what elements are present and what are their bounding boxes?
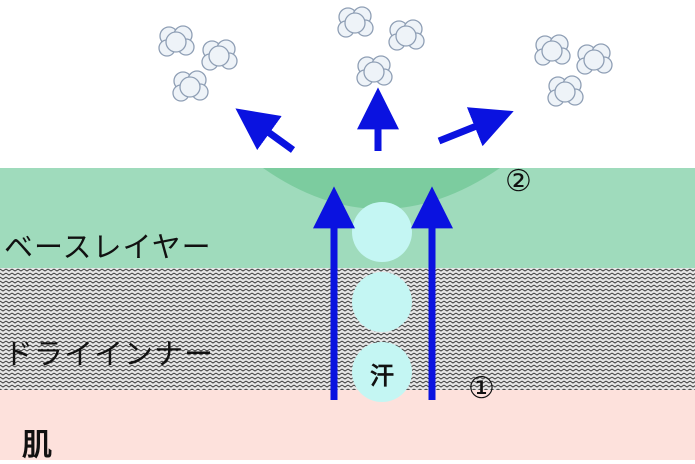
skin-band bbox=[0, 390, 695, 460]
vapor-cloud-icon bbox=[534, 34, 571, 66]
base-layer-label: ベースレイヤー bbox=[4, 230, 212, 264]
dry-inner-label: ドライインナー bbox=[4, 337, 215, 371]
vapor-cloud-icon bbox=[158, 25, 195, 57]
marker-two: ② bbox=[505, 164, 532, 199]
arrow-upright-icon bbox=[437, 107, 514, 147]
vapor-cloud-icon bbox=[388, 19, 425, 51]
dry-inner-band bbox=[0, 268, 695, 390]
vapor-cloud-icon bbox=[356, 55, 393, 87]
arrow-upleft-icon bbox=[235, 108, 296, 153]
vapor-cloud-icon bbox=[337, 6, 374, 38]
sweat-droplet-middle bbox=[352, 272, 412, 332]
sweat-label: 汗 bbox=[370, 362, 394, 390]
skin-label: 肌 bbox=[22, 428, 52, 463]
sweat-droplet-bottom bbox=[352, 342, 412, 402]
vapor-cloud-icon bbox=[547, 75, 584, 107]
sweat-droplet-top bbox=[352, 202, 412, 262]
vapor-cloud-icon bbox=[172, 70, 209, 102]
vapor-cloud-icon bbox=[201, 39, 238, 71]
vapor-cloud-icon bbox=[576, 43, 613, 75]
marker-one: ① bbox=[468, 371, 495, 406]
